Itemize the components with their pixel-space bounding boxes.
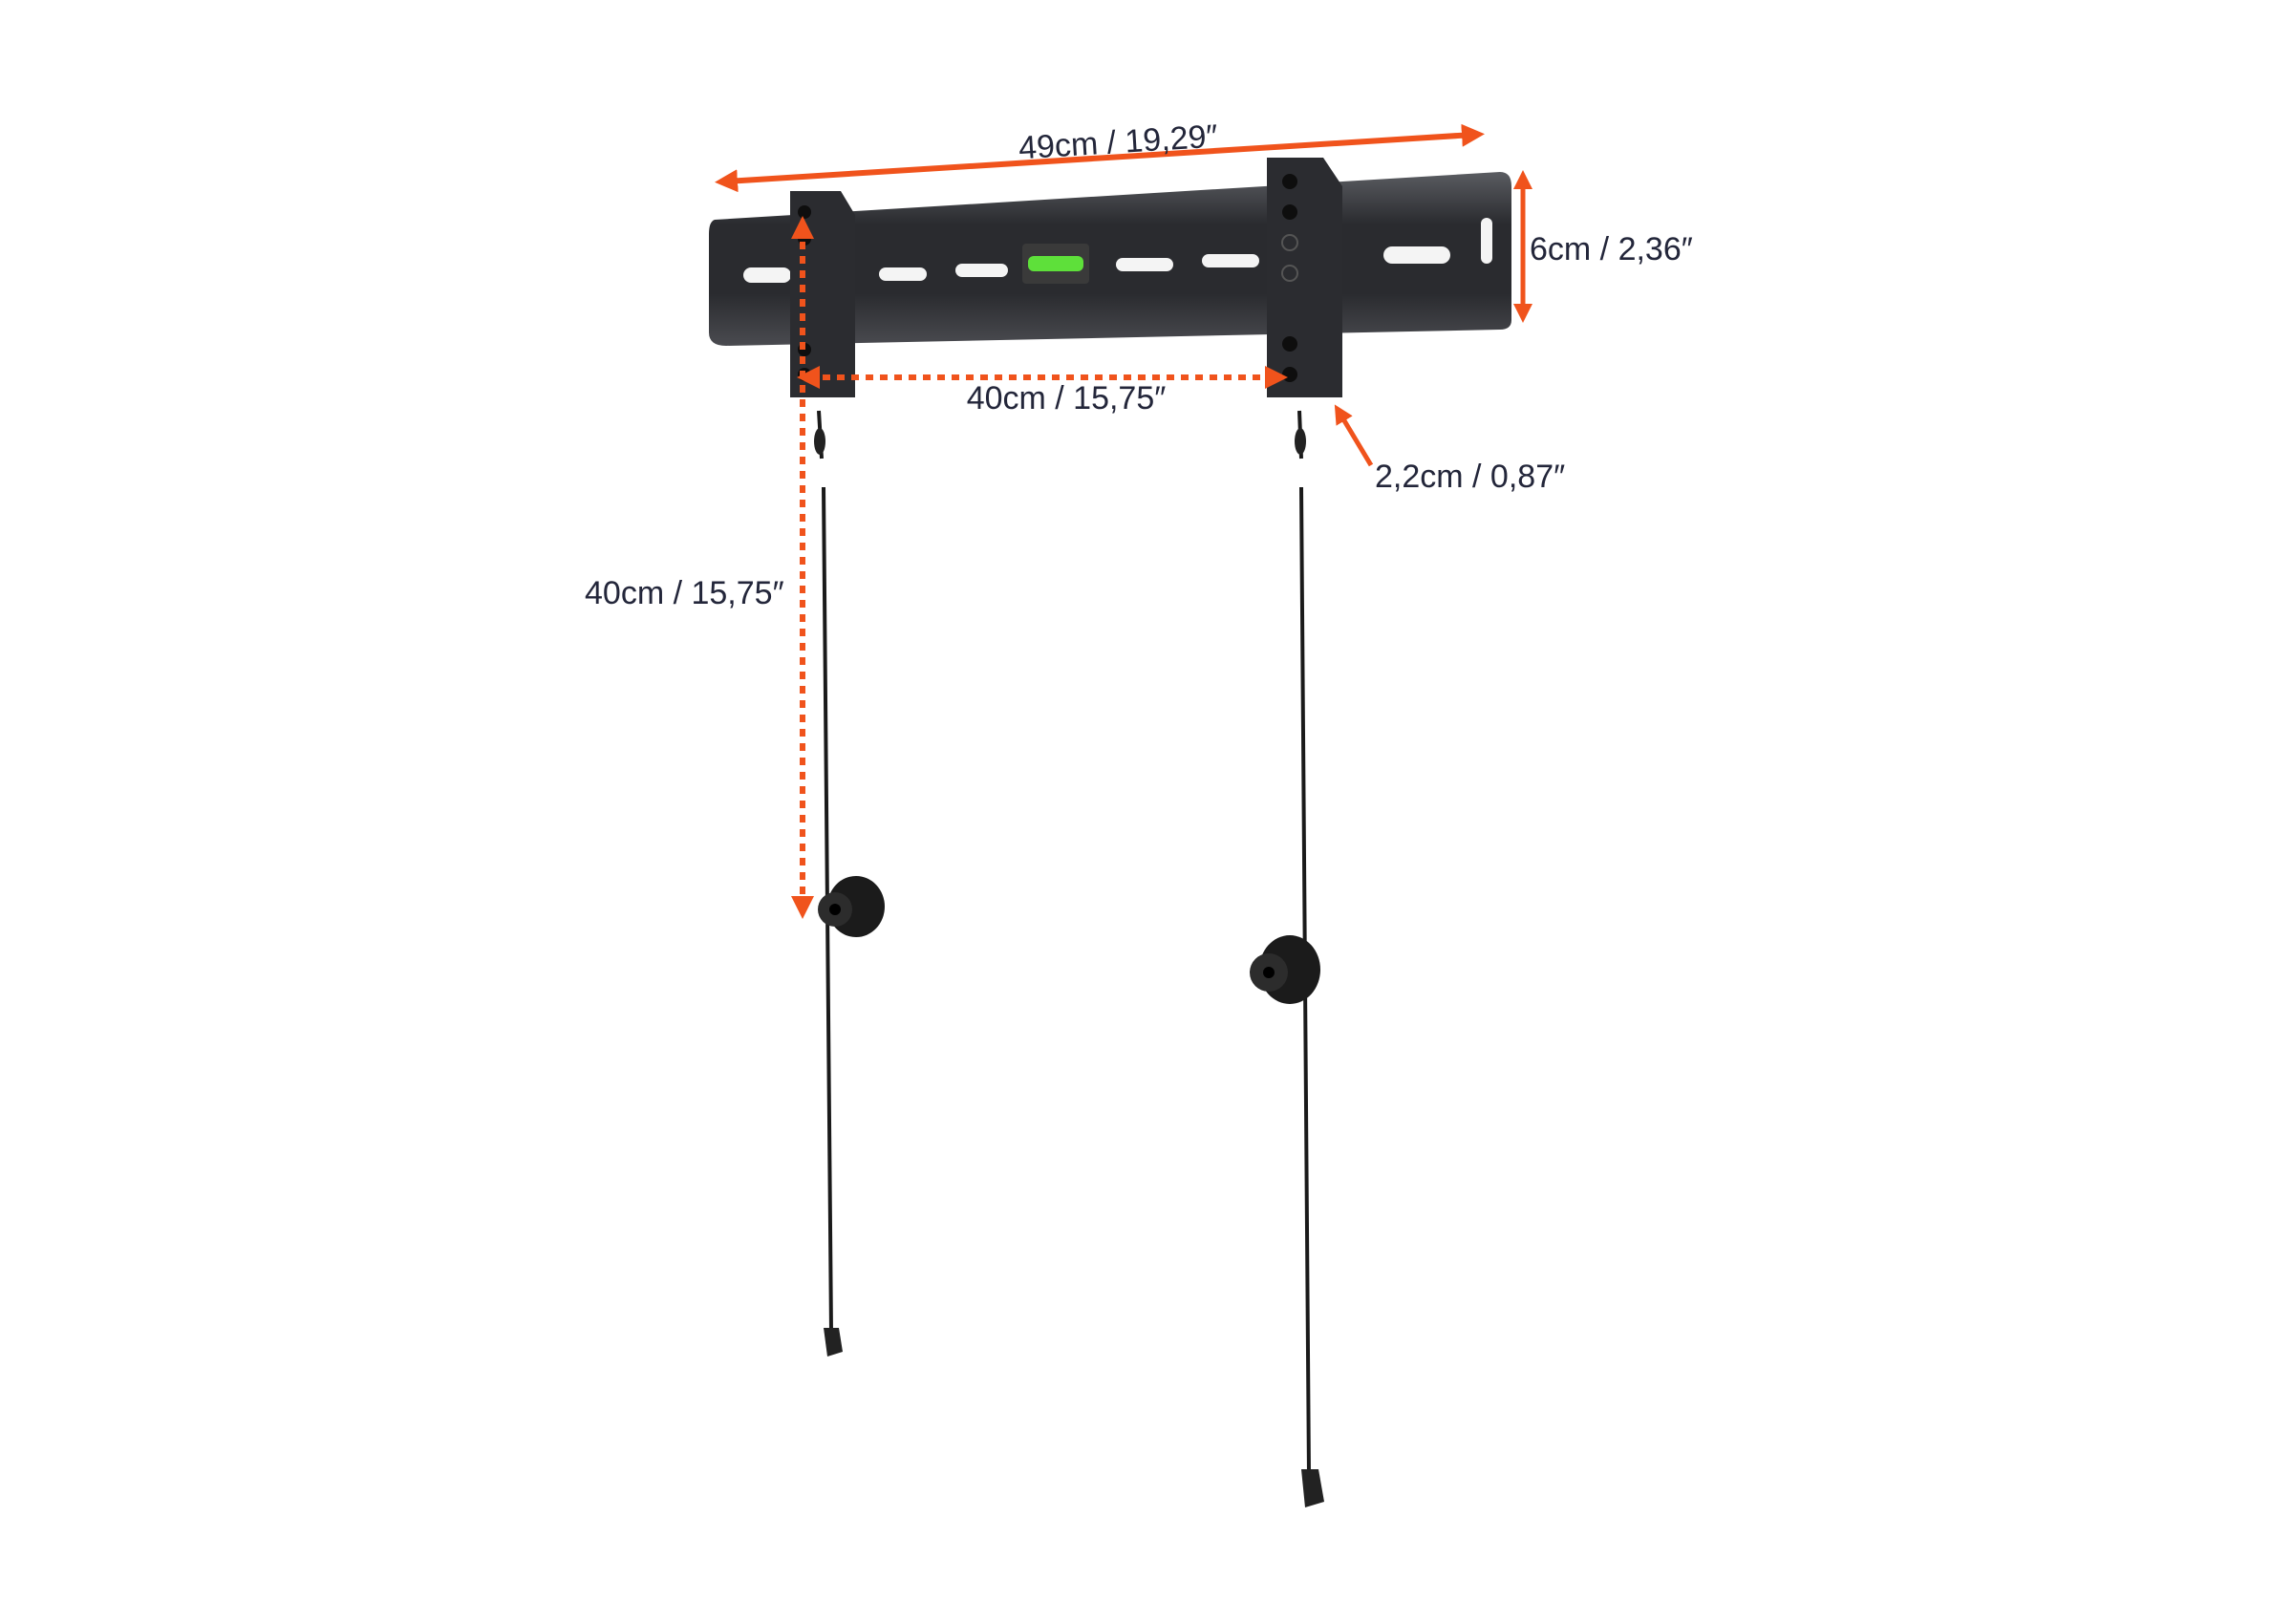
width-dimension-arrow (715, 123, 1485, 193)
vertical-arm-right (1267, 158, 1342, 397)
wall-anchor-knob-left (818, 876, 885, 937)
mounting-slots (743, 218, 1492, 283)
horizontal-spacing-label: 40cm / 15,75″ (967, 380, 1167, 417)
wall-anchor-knob-right (1250, 935, 1320, 1004)
vertical-arm-left (790, 191, 855, 397)
wall-distance-label: 2,2cm / 0,87″ (1375, 459, 1565, 495)
width-label: 49cm / 19,29″ (1018, 118, 1219, 167)
wall-distance-arrow (1334, 404, 1374, 467)
cable-weight-right (1301, 1469, 1324, 1507)
cable-weight-left (824, 1328, 843, 1357)
spirit-level-icon (1022, 244, 1089, 284)
height-label: 6cm / 2,36″ (1530, 231, 1693, 267)
safety-cable-left (814, 410, 843, 1357)
vertical-spacing-label: 40cm / 15,75″ (585, 575, 784, 611)
